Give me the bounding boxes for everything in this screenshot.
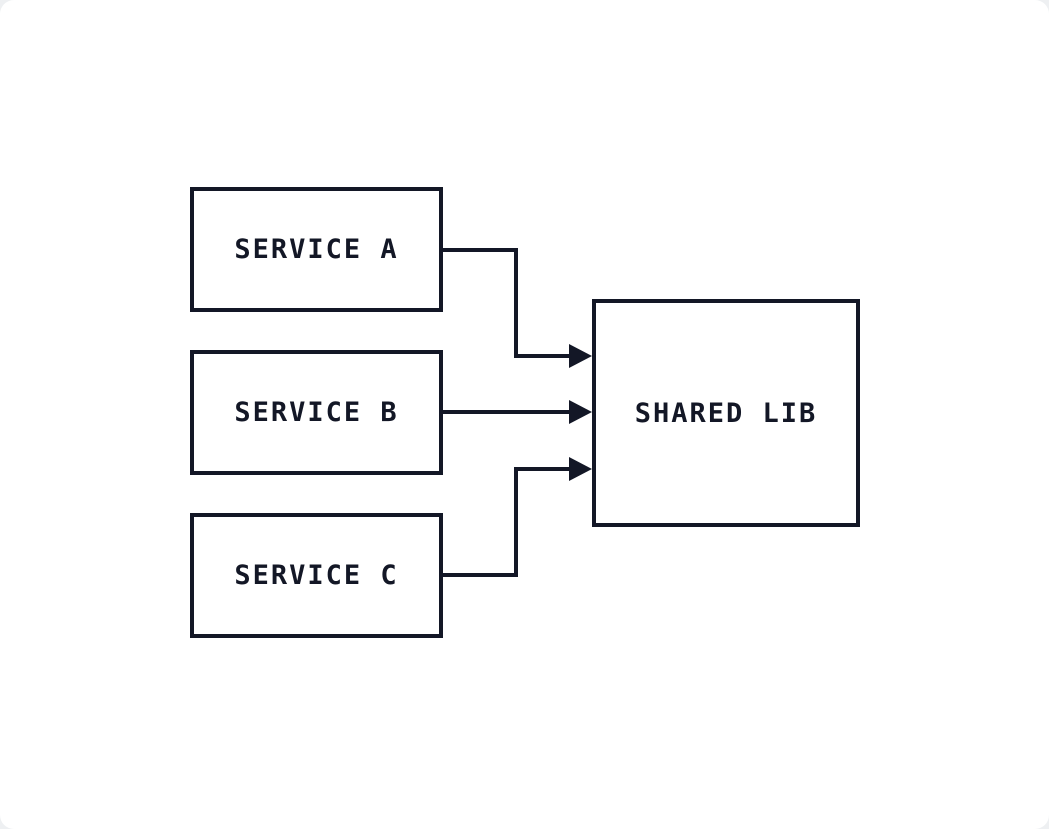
node-label-service-a: SERVICE A xyxy=(234,234,399,265)
arrowhead-icon xyxy=(569,457,592,481)
node-label-service-b: SERVICE B xyxy=(234,397,399,428)
edge-line-c xyxy=(442,467,571,577)
node-label-service-c: SERVICE C xyxy=(234,560,399,591)
edge-service-b-to-shared-lib[interactable] xyxy=(442,400,592,424)
node-service-a[interactable]: SERVICE A xyxy=(190,187,443,312)
arrowhead-icon xyxy=(569,400,592,424)
edge-service-c-to-shared-lib[interactable] xyxy=(442,457,592,577)
node-shared-lib[interactable]: SHARED LIB xyxy=(592,299,860,527)
node-label-shared-lib: SHARED LIB xyxy=(634,397,818,429)
node-service-b[interactable]: SERVICE B xyxy=(190,350,443,475)
node-service-c[interactable]: SERVICE C xyxy=(190,513,443,638)
edge-service-a-to-shared-lib[interactable] xyxy=(442,248,592,368)
edge-line-a xyxy=(442,248,571,358)
arrowhead-icon xyxy=(569,344,592,368)
